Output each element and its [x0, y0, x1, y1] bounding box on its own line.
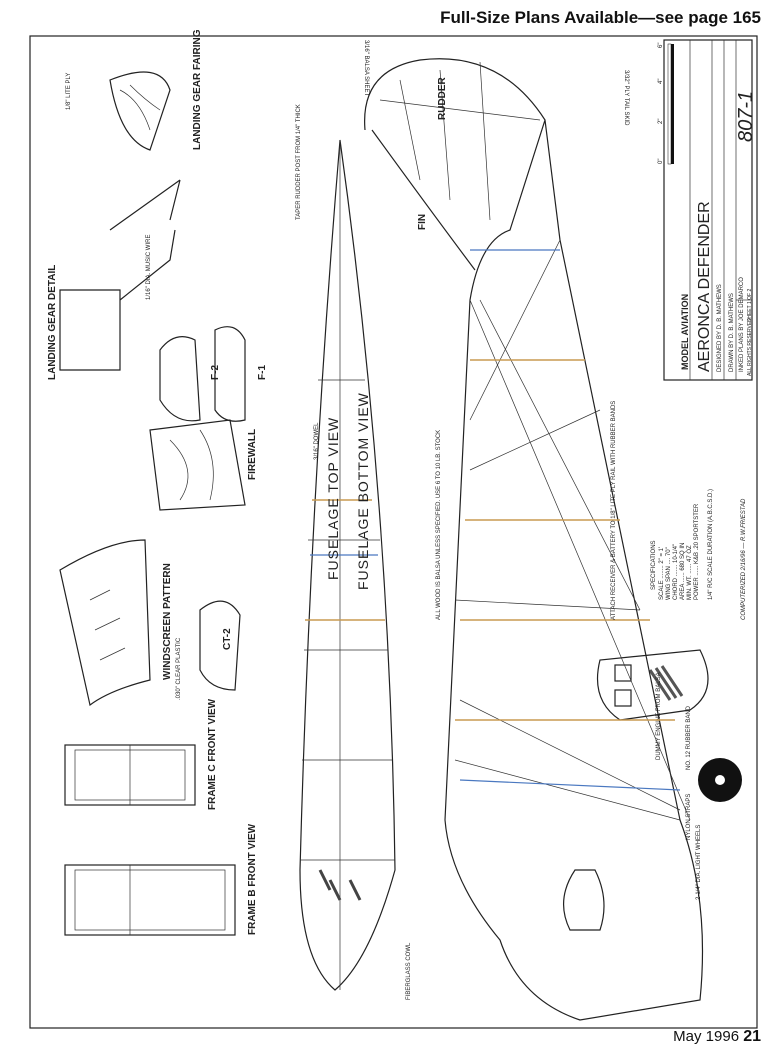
designed-by: DESIGNED BY D. B. MATHEWS — [717, 284, 723, 372]
frame-c: FRAME C FRONT VIEW — [64, 698, 218, 810]
plan-title: AERONCA DEFENDER — [696, 201, 713, 372]
scale-tick: 2" — [658, 119, 664, 124]
note-nylon-straps: NYLON STRAPS — [686, 794, 692, 840]
label-fuselage-top-view: FUSELAGE TOP VIEW — [325, 417, 341, 580]
page-number: 21 — [743, 1028, 761, 1045]
note-battery: ATTACH RECEIVER & BATTERY TO 1/8" LITE P… — [611, 401, 617, 620]
label-firewall: FIREWALL — [247, 429, 258, 480]
rights-reserved: ALL RIGHTS RESERVED — [747, 318, 753, 376]
label-ct2: CT-2 — [222, 628, 233, 650]
label-rudder: RUDDER — [437, 76, 448, 120]
header-plans-notice: Full-Size Plans Available—see page 165 — [440, 8, 761, 27]
note-rudder-post: TAPER RUDDER POST FROM 1/4" THICK — [296, 104, 302, 220]
note-all-wood: ALL WOOD IS BALSA UNLESS SPECIFIED. USE … — [436, 430, 442, 620]
spec-row: MIN. WT. ...... 47 OZ — [687, 545, 693, 600]
drawn-by: DRAWN BY D. B. MATHEWS — [729, 293, 735, 372]
landing-gear-detail: LANDING GEAR DETAIL 1/16" DIA. MUSIC WIR… — [47, 229, 176, 380]
label-windscreen-pattern: WINDSCREEN PATTERN — [162, 563, 173, 680]
drawing-border — [29, 35, 758, 1029]
specs-heading: SPECIFICATIONS — [651, 540, 657, 590]
scale-tick: 4" — [658, 79, 664, 84]
label-fin: FIN — [417, 214, 428, 230]
note-tail-skid: 3/32" PLY TAIL SKID — [623, 70, 629, 126]
spec-event: 1/4" R/C SCALE DURATION (A.B.C.S.D.) — [708, 489, 714, 600]
spec-row: SCALE ........ 2" = 1' — [659, 547, 665, 600]
computerized-note: COMPUTERIZED 2/16/96 — R.W.FRIESTAD — [741, 498, 747, 620]
label-fuselage-bottom-view: FUSELAGE BOTTOM VIEW — [355, 392, 371, 590]
fuselage-top-view: FUSELAGE TOP VIEW FUSELAGE BOTTOM VIEW — [299, 139, 396, 991]
scale-bar — [667, 43, 674, 165]
footer-date: May 1996 — [673, 1028, 740, 1045]
inked-by: INKED PLANS BY JOE DEMARCO — [739, 277, 745, 372]
note-wheels: 2-1/4" DIA. LIGHT WHEELS — [696, 825, 702, 900]
spec-row: WING SPAN .... 70" — [666, 547, 672, 600]
label-frame-c: FRAME C FRONT VIEW — [207, 698, 218, 810]
note-fiberglass-cowl: FIBERGLASS COWL — [406, 942, 412, 1000]
note-lite-ply: 1/8" LITE PLY — [66, 73, 72, 110]
title-block: 0" 2" 4" 6" MODEL AVIATION AERONCA DEFEN… — [658, 39, 757, 620]
note-dowel: 3/16" DOWEL — [314, 422, 320, 460]
label-landing-gear-fairing: LANDING GEAR FAIRING — [192, 29, 203, 150]
footer: May 1996 21 — [673, 1028, 761, 1046]
formers: F-2 F-1 FIREWALL — [149, 326, 268, 511]
engine-outline — [562, 869, 605, 931]
specifications: SPECIFICATIONS SCALE ........ 2" = 1' WI… — [651, 489, 714, 600]
scale-tick: 6" — [658, 43, 664, 48]
publisher: MODEL AVIATION — [680, 294, 690, 370]
note-balsa-sheet: 3/16" BALSA SHEET — [363, 40, 369, 96]
spec-row: AREA ...... 680 SQ IN — [680, 543, 686, 600]
spec-row: POWER ...... K&B .20 SPORTSTER — [694, 503, 700, 600]
sheet-number: SHEET 1 OF 2 — [747, 289, 753, 322]
note-music-wire: 1/16" DIA. MUSIC WIRE — [146, 235, 152, 300]
landing-gear-fairing: LANDING GEAR FAIRING 1/8" LITE PLY — [66, 29, 203, 231]
frame-b: FRAME B FRONT VIEW — [64, 823, 258, 936]
label-landing-gear-detail: LANDING GEAR DETAIL — [47, 265, 58, 380]
label-frame-b: FRAME B FRONT VIEW — [247, 823, 258, 935]
spec-row: CHORD ....... 10-1/4" — [673, 544, 679, 600]
scale-tick: 0" — [658, 159, 664, 164]
windscreen-pattern: WINDSCREEN PATTERN .030" CLEAR PLASTIC C… — [59, 539, 241, 707]
plan-number: 807-1 — [735, 91, 757, 142]
label-f1: F-1 — [257, 365, 268, 380]
label-f2: F-2 — [210, 365, 221, 380]
note-clear-plastic: .030" CLEAR PLASTIC — [176, 637, 182, 700]
fuselage-side-view: RUDDER FIN — [364, 58, 742, 1021]
note-rubber-band: NO. 12 RUBBER BAND — [686, 705, 692, 770]
